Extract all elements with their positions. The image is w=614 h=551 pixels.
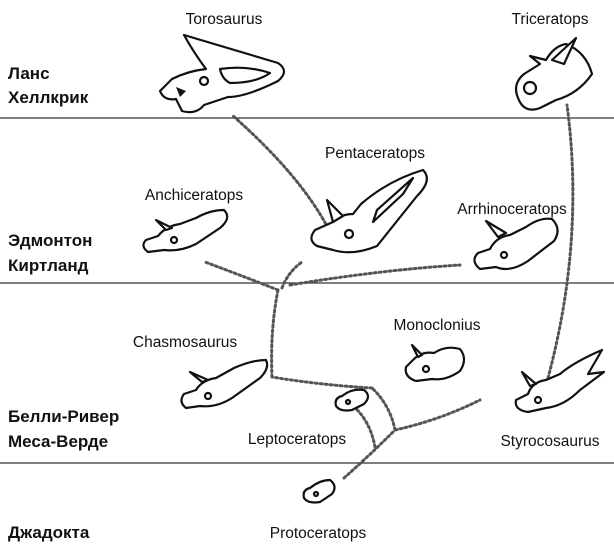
branch-protoceratops-stem <box>344 430 395 478</box>
branch-to-chasmosaurus-clade <box>272 377 372 388</box>
torosaurus-skull-drawing <box>160 35 284 112</box>
stratum-label-kirtland: Киртланд <box>8 256 89 275</box>
branch-chasmosaurine-trunk <box>272 290 278 377</box>
taxon-label-anchiceratops: Anchiceratops <box>145 187 243 204</box>
stratum-label-mesa-verde: Меса-Верде <box>8 432 108 451</box>
anchiceratops-skull-drawing <box>143 210 227 252</box>
branch-to-arrhinoceratops <box>290 265 460 285</box>
stratum-label-lance: Ланс <box>8 64 50 83</box>
leptoceratops-skull-drawing <box>336 390 368 411</box>
taxon-label-triceratops: Triceratops <box>512 11 589 28</box>
taxon-label-chasmosaurus: Chasmosaurus <box>133 334 237 351</box>
branch-to-torosaurus <box>232 115 328 228</box>
stratum-label-hell-creek: Хеллкрик <box>8 88 89 107</box>
taxon-label-monoclonius: Monoclonius <box>393 317 480 334</box>
styrocosaurus-skull-drawing <box>516 350 604 412</box>
stratum-label-edmonton: Эдмонтон <box>8 231 92 250</box>
branch-to-styracosaurus <box>395 400 480 430</box>
branch-to-leptoceratops <box>352 405 375 447</box>
stratum-label-belly-river: Белли-Ривер <box>8 407 119 426</box>
taxon-label-pentaceratops: Pentaceratops <box>325 145 425 162</box>
triceratops-skull-drawing <box>516 38 592 110</box>
taxon-label-styrocosaurus: Styrocosaurus <box>500 433 599 450</box>
stratum-label-djadokhta: Джадокта <box>8 523 90 542</box>
protoceratops-skull-drawing <box>304 480 335 503</box>
arrhinoceratops-skull-drawing <box>474 219 557 269</box>
branch-to-anchiceratops <box>205 262 278 290</box>
monoclonius-skull-drawing <box>406 345 464 381</box>
taxon-label-arrhinoceratops: Arrhinoceratops <box>457 201 567 218</box>
pentaceratops-skull-drawing <box>311 170 426 252</box>
taxon-label-leptoceratops: Leptoceratops <box>248 431 346 448</box>
taxon-label-protoceratops: Protoceratops <box>270 525 367 542</box>
chasmosaurus-skull-drawing <box>181 360 267 408</box>
taxon-label-torosaurus: Torosaurus <box>186 11 263 28</box>
branch-to-monoclonius <box>372 388 395 430</box>
